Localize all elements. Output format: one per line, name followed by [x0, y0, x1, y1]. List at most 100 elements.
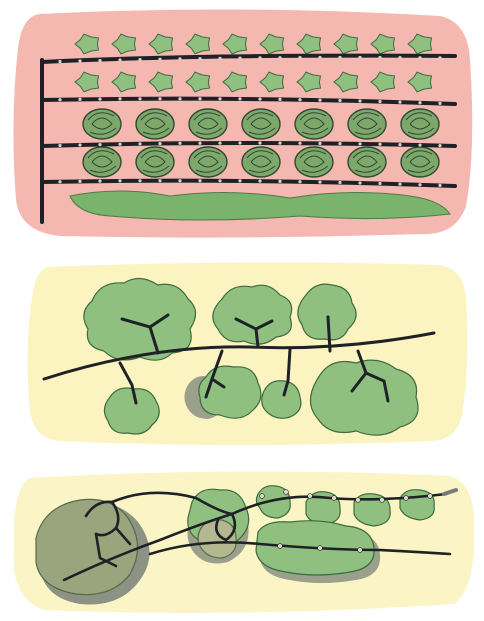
- emitter-dot: [378, 56, 381, 59]
- cabbage-plant: [242, 147, 280, 177]
- emitter-dot: [138, 179, 141, 182]
- emitter-dot: [178, 97, 181, 100]
- emitter-dot: [438, 56, 441, 59]
- emitter-dot: [198, 57, 201, 60]
- branch-line: [328, 317, 330, 351]
- emitter-dot: [358, 142, 361, 145]
- cabbage-plant: [348, 147, 386, 177]
- emitter-dot: [298, 180, 301, 183]
- emitter-dot: [338, 56, 341, 59]
- emitter-dot: [318, 181, 321, 184]
- emitter-dot: [78, 98, 81, 101]
- emitter-dot: [158, 142, 161, 145]
- emitter-dot: [378, 143, 381, 146]
- emitter-dot: [308, 494, 313, 499]
- emitter-dot: [78, 59, 81, 62]
- emitter-dot: [380, 498, 385, 503]
- cabbage-plant: [401, 147, 439, 177]
- emitter-dot: [178, 142, 181, 145]
- cabbage-plant: [189, 109, 227, 139]
- hedge-row: [70, 191, 450, 220]
- emitter-dot: [398, 183, 401, 186]
- emitter-dot: [198, 142, 201, 145]
- emitter-dot: [332, 496, 337, 501]
- panel-shrubs: [0, 255, 484, 450]
- cabbage-plant: [295, 109, 333, 139]
- emitter-dot: [438, 144, 441, 147]
- cabbage-plant: [189, 147, 227, 177]
- emitter-dot: [298, 98, 301, 101]
- emitter-dot: [158, 179, 161, 182]
- emitter-dot: [418, 144, 421, 147]
- shrub: [262, 381, 301, 419]
- emitter-dot: [238, 179, 241, 182]
- emitter-dot: [158, 58, 161, 61]
- emitter-dot: [238, 57, 241, 60]
- cabbage-plant: [242, 109, 280, 139]
- emitter-dot: [298, 56, 301, 59]
- emitter-dot: [398, 101, 401, 104]
- shrub: [84, 278, 196, 360]
- row-crops-illustration: [0, 0, 484, 240]
- emitter-dot: [258, 56, 261, 59]
- emitter-dot: [418, 101, 421, 104]
- cabbage-plant: [83, 147, 121, 177]
- emitter-dot: [318, 142, 321, 145]
- cabbage-plant: [401, 109, 439, 139]
- emitter-dot: [58, 98, 61, 101]
- emitter-dot: [138, 142, 141, 145]
- panel-row-crops: [0, 0, 484, 240]
- emitter-dot: [356, 498, 361, 503]
- cabbage-plant: [136, 109, 174, 139]
- emitter-dot: [378, 182, 381, 185]
- emitter-dot: [418, 183, 421, 186]
- emitter-dot: [138, 97, 141, 100]
- emitter-dot: [260, 494, 265, 499]
- emitter-dot: [58, 144, 61, 147]
- emitter-dot: [218, 97, 221, 100]
- emitter-dot: [238, 141, 241, 144]
- shrubs-illustration: [0, 255, 484, 450]
- panel-garden-bed: [0, 458, 484, 621]
- emitter-dot: [358, 181, 361, 184]
- emitter-dot: [58, 60, 61, 63]
- emitter-dot: [178, 179, 181, 182]
- emitter-dot: [258, 180, 261, 183]
- emitter-dot: [428, 494, 433, 499]
- emitter-dot: [278, 544, 283, 549]
- emitter-dot: [118, 143, 121, 146]
- emitter-dot: [338, 99, 341, 102]
- emitter-dot: [358, 548, 363, 553]
- emitter-dot: [398, 143, 401, 146]
- emitter-dot: [318, 56, 321, 59]
- emitter-dot: [98, 59, 101, 62]
- emitter-dot: [398, 56, 401, 59]
- emitter-dot: [278, 142, 281, 145]
- emitter-dot: [198, 179, 201, 182]
- cabbage-plant: [136, 147, 174, 177]
- emitter-dot: [258, 141, 261, 144]
- emitter-dot: [238, 97, 241, 100]
- emitter-dot: [78, 180, 81, 183]
- garden-bed-illustration: [0, 458, 484, 621]
- shrub: [104, 388, 159, 434]
- emitter-dot: [438, 184, 441, 187]
- emitter-dot: [318, 546, 323, 551]
- emitter-dot: [118, 179, 121, 182]
- emitter-dot: [404, 496, 409, 501]
- emitter-dot: [198, 97, 201, 100]
- emitter-dot: [278, 98, 281, 101]
- emitter-dot: [218, 142, 221, 145]
- emitter-dot: [284, 490, 289, 495]
- emitter-dot: [138, 58, 141, 61]
- emitter-dot: [118, 58, 121, 61]
- cabbage-plant: [348, 109, 386, 139]
- emitter-dot: [98, 180, 101, 183]
- emitter-dot: [358, 99, 361, 102]
- emitter-dot: [98, 98, 101, 101]
- emitter-dot: [258, 98, 261, 101]
- emitter-dot: [338, 142, 341, 145]
- cabbage-plant: [83, 109, 121, 139]
- cabbage-plant: [295, 147, 333, 177]
- emitter-dot: [218, 57, 221, 60]
